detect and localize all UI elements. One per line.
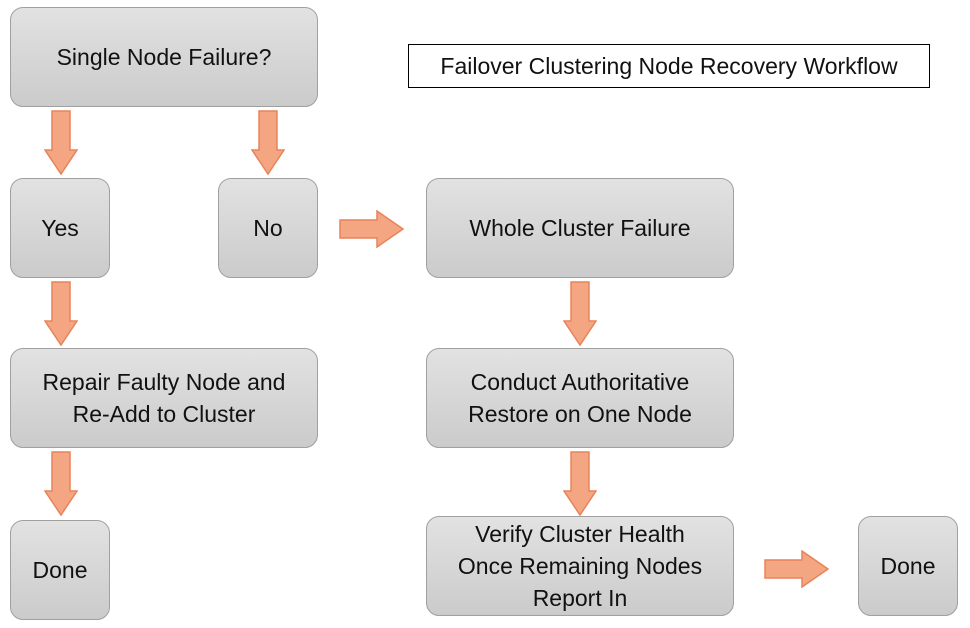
arrow-down-to-restore bbox=[563, 281, 597, 347]
arrow-down-to-no bbox=[251, 110, 285, 176]
done-left-node: Done bbox=[10, 520, 110, 620]
single-node-failure-decision: Single Node Failure? bbox=[10, 7, 318, 107]
arrow-right-to-whole-cluster bbox=[339, 210, 405, 248]
diagram-title: Failover Clustering Node Recovery Workfl… bbox=[408, 44, 930, 88]
whole-cluster-failure-node: Whole Cluster Failure bbox=[426, 178, 734, 278]
arrow-down-to-done-left bbox=[44, 451, 78, 517]
done-right-node: Done bbox=[858, 516, 958, 616]
arrow-down-to-yes bbox=[44, 110, 78, 176]
authoritative-restore-node: Conduct Authoritative Restore on One Nod… bbox=[426, 348, 734, 448]
repair-faulty-node: Repair Faulty Node and Re-Add to Cluster bbox=[10, 348, 318, 448]
yes-node: Yes bbox=[10, 178, 110, 278]
verify-cluster-health-node: Verify Cluster Health Once Remaining Nod… bbox=[426, 516, 734, 616]
arrow-down-to-verify bbox=[563, 451, 597, 517]
arrow-down-to-repair bbox=[44, 281, 78, 347]
no-node: No bbox=[218, 178, 318, 278]
arrow-right-to-done-right bbox=[764, 550, 830, 588]
